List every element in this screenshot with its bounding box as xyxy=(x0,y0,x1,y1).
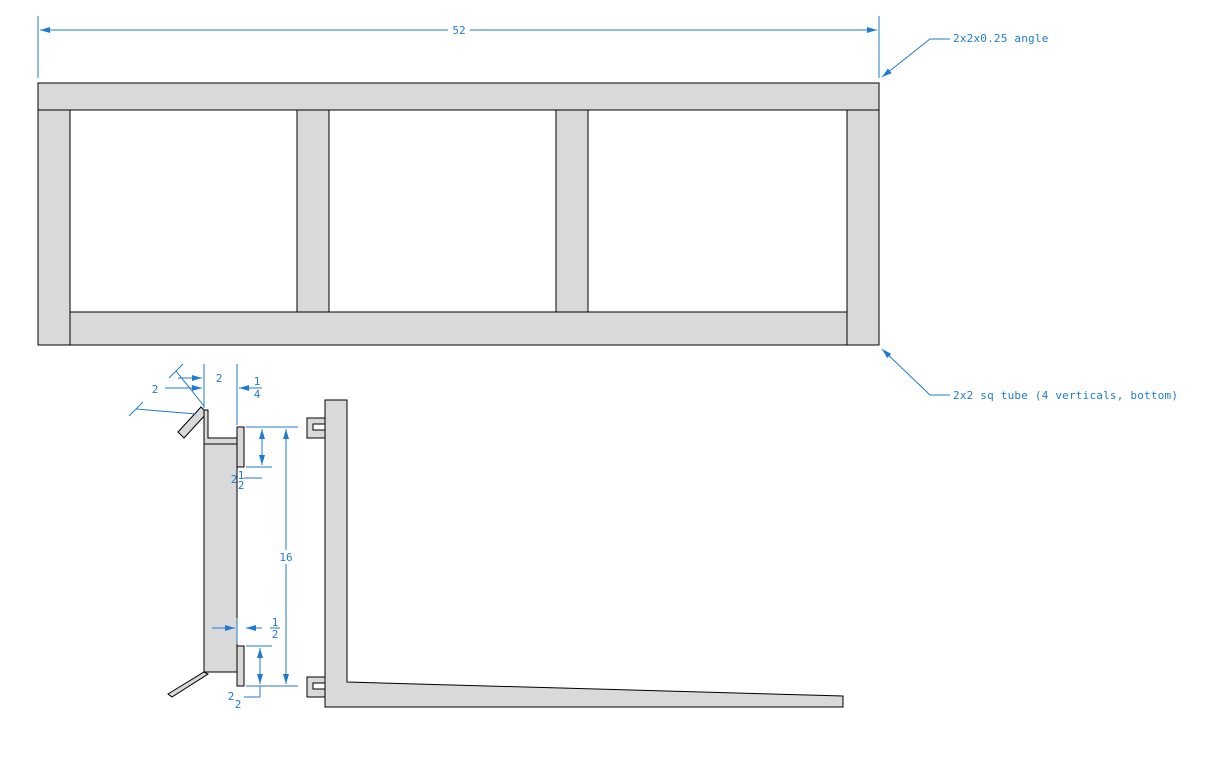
inner-vertical-tube-2 xyxy=(555,109,589,313)
tube-callout-text: 2x2 sq tube (4 verticals, bottom) xyxy=(953,389,1178,402)
width-dimension: 52 xyxy=(37,16,880,78)
tab-depth-label: 2 xyxy=(216,372,223,385)
tab-upper-whole: 2 xyxy=(231,473,238,486)
fork-side-view xyxy=(306,399,844,708)
side-view-dimensions: 2 2 1 4 16 2 1 2 1 2 2 xyxy=(128,363,298,711)
offset-bottom-den: 2 xyxy=(272,628,279,641)
width-label: 52 xyxy=(452,24,465,37)
bottom-tube xyxy=(69,311,848,346)
offset-top-num: 1 xyxy=(254,375,261,388)
offset-top-den: 4 xyxy=(254,388,261,401)
angle-callout: 2x2x0.25 angle xyxy=(881,32,1049,78)
front-elevation xyxy=(37,82,880,346)
right-vertical-tube xyxy=(846,109,880,346)
side-view-bracket xyxy=(167,406,245,698)
inner-vertical-tube-1 xyxy=(296,109,330,313)
tube-callout: 2x2 sq tube (4 verticals, bottom) xyxy=(881,348,1178,402)
tab-upper-num: 1 xyxy=(238,469,245,482)
tab-lower-den: 2 xyxy=(235,698,242,711)
offset-bottom-num: 1 xyxy=(272,616,279,629)
top-angle xyxy=(37,82,880,111)
tab-lower-whole: 2 xyxy=(228,690,235,703)
left-vertical-tube xyxy=(37,109,71,346)
angle-leg-label: 2 xyxy=(152,383,159,396)
angle-callout-text: 2x2x0.25 angle xyxy=(953,32,1049,45)
height-label: 16 xyxy=(279,551,292,564)
tab-upper-den: 2 xyxy=(238,479,245,492)
